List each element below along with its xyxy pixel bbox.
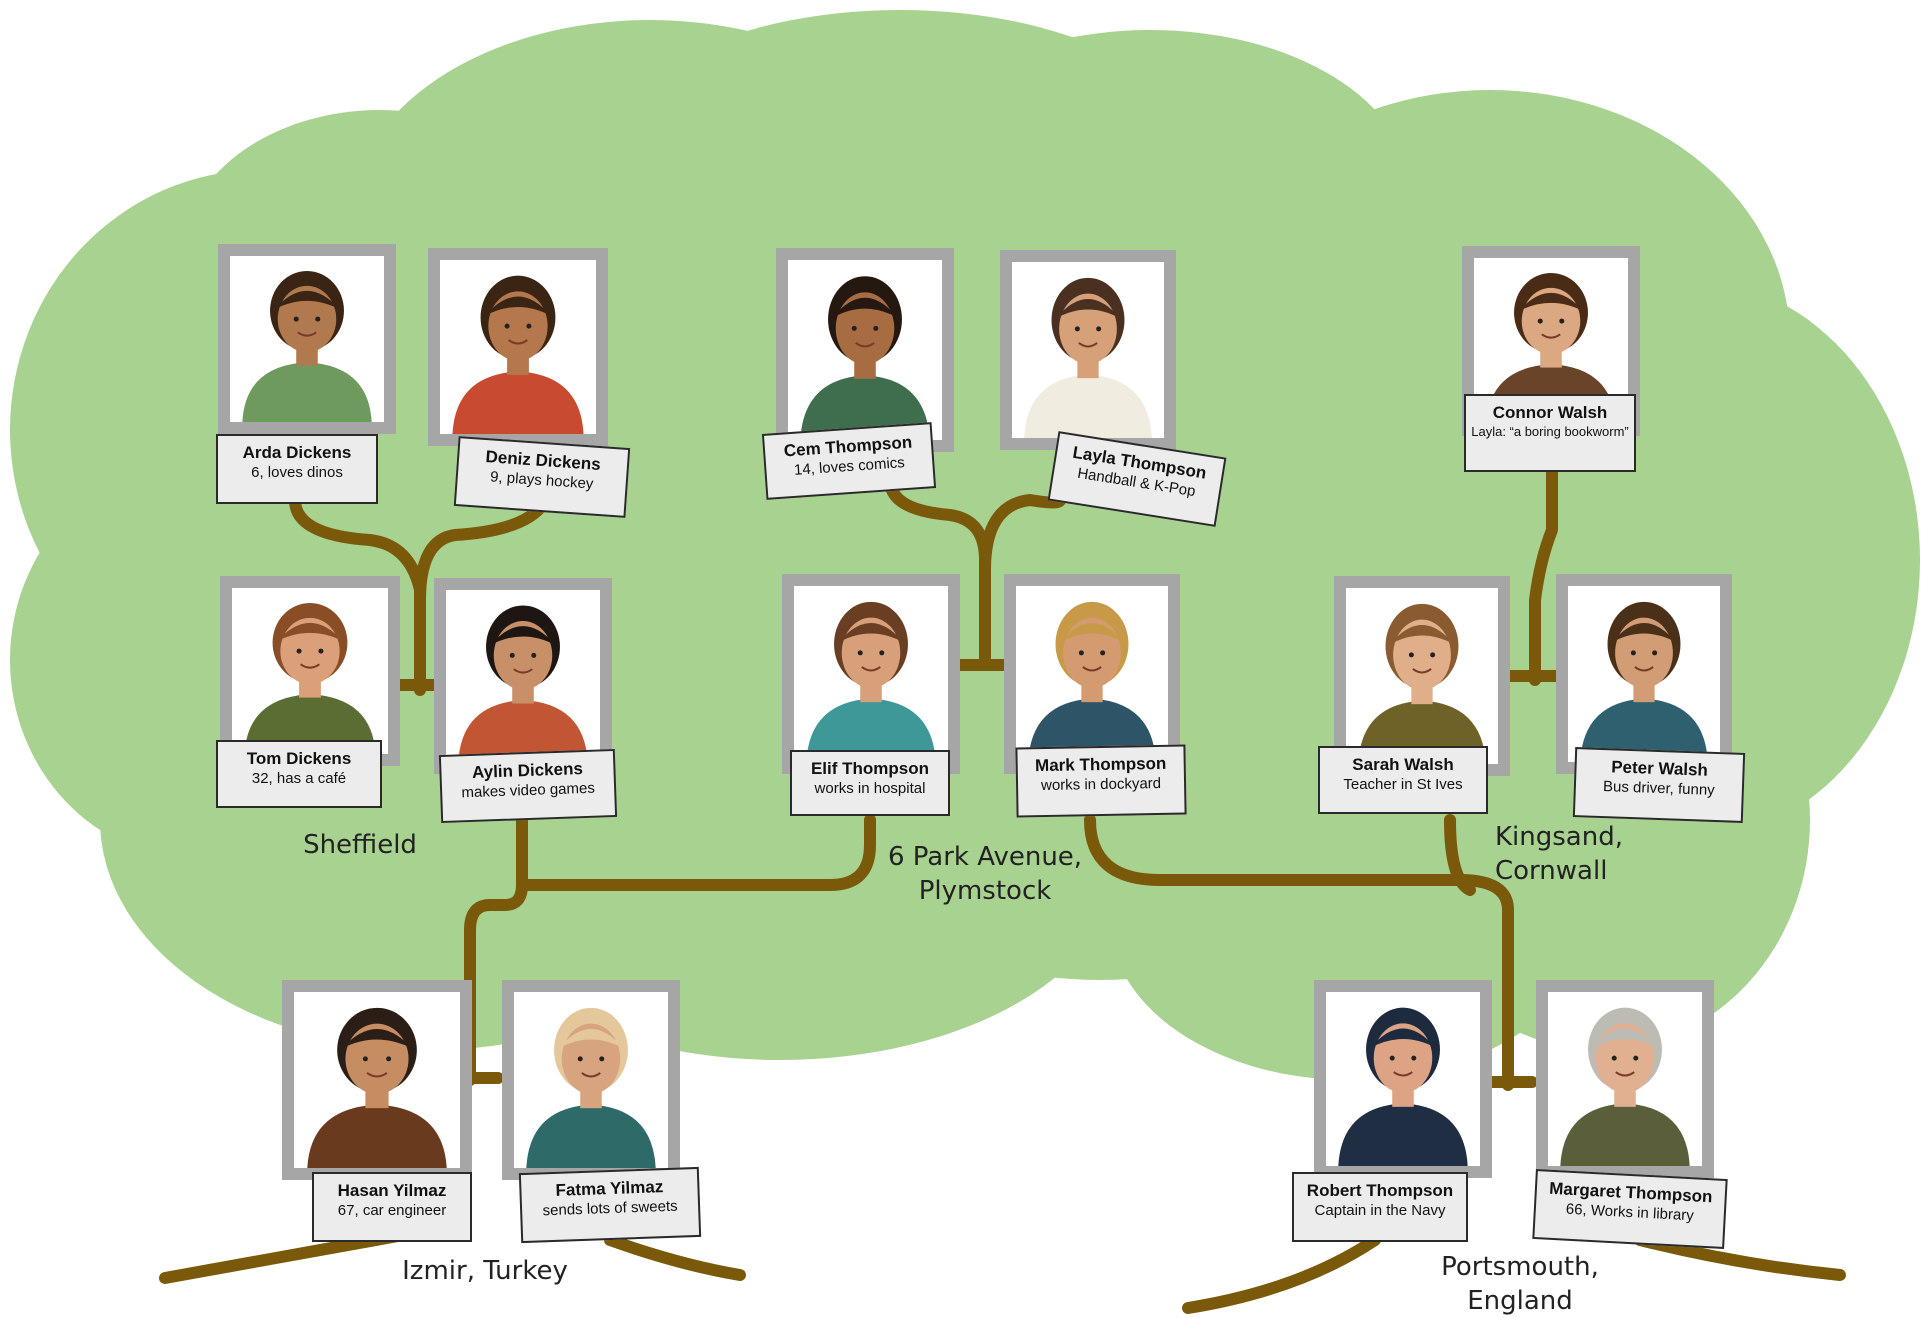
place-label-park-avenue-line2: Plymstock — [918, 876, 1052, 906]
child-portrait-icon — [452, 275, 584, 434]
portrait-layla — [1000, 250, 1176, 450]
name-sarah: Sarah Walsh — [1352, 755, 1454, 774]
card-connor: Connor Walsh Layla: “a boring bookworm” — [1464, 394, 1636, 472]
place-label-portsmouth-line1: Portsmouth, — [1441, 1252, 1599, 1282]
card-aylin: Aylin Dickens makes video games — [438, 748, 618, 824]
card-robert: Robert Thompson Captain in the Navy — [1292, 1172, 1468, 1242]
place-label-kingsand: Kingsand, Cornwall — [1495, 820, 1645, 888]
elder-portrait-icon — [307, 1007, 447, 1168]
desc-connor: Layla: “a boring bookworm” — [1471, 424, 1629, 439]
portrait-hasan — [282, 980, 472, 1180]
place-label-kingsand-line1: Kingsand, — [1495, 822, 1623, 852]
adult-portrait-icon — [458, 605, 588, 762]
desc-mark: works in dockyard — [1040, 774, 1162, 795]
child-portrait-icon — [242, 270, 372, 422]
portrait-robert — [1314, 980, 1492, 1178]
elder-portrait-icon — [526, 1007, 656, 1168]
desc-sarah: Teacher in St Ives — [1343, 776, 1463, 793]
adult-portrait-icon — [1028, 601, 1156, 762]
portrait-margaret — [1536, 980, 1714, 1178]
card-cem: Cem Thompson 14, loves comics — [761, 422, 937, 500]
desc-hasan: 67, car engineer — [337, 1202, 447, 1219]
card-arda: Arda Dickens 6, loves dinos — [216, 434, 378, 504]
elder-portrait-icon — [1560, 1007, 1690, 1166]
portrait-aylin — [434, 578, 612, 774]
name-hasan: Hasan Yilmaz — [337, 1181, 447, 1200]
portrait-sarah — [1334, 576, 1510, 776]
name-mark: Mark Thompson — [1034, 753, 1167, 776]
name-robert: Robert Thompson — [1306, 1181, 1454, 1200]
card-hasan: Hasan Yilmaz 67, car engineer — [312, 1172, 472, 1242]
portrait-elif — [782, 574, 960, 774]
place-label-sheffield: Sheffield — [303, 830, 417, 860]
name-connor: Connor Walsh — [1492, 403, 1608, 422]
card-deniz: Deniz Dickens 9, plays hockey — [453, 436, 631, 518]
foliage-cloud — [10, 10, 1920, 1080]
desc-peter: Bus driver, funny — [1602, 778, 1715, 799]
place-label-park-avenue-line1: 6 Park Avenue, — [887, 842, 1083, 872]
portrait-mark — [1004, 574, 1180, 774]
name-elif: Elif Thompson — [810, 759, 930, 778]
adult-portrait-icon — [806, 601, 936, 762]
desc-arda: 6, loves dinos — [251, 464, 343, 481]
name-tom: Tom Dickens — [246, 749, 352, 768]
card-peter: Peter Walsh Bus driver, funny — [1572, 747, 1746, 823]
card-fatma: Fatma Yilmaz sends lots of sweets — [518, 1166, 702, 1244]
adult-portrait-icon — [1580, 601, 1708, 762]
card-elif: Elif Thompson works in hospital — [790, 750, 950, 816]
place-label-portsmouth-line2: England — [1467, 1286, 1573, 1316]
place-label-izmir: Izmir, Turkey — [402, 1256, 568, 1286]
desc-tom: 32, has a café — [251, 770, 347, 787]
name-arda: Arda Dickens — [242, 443, 352, 462]
place-label-park-avenue: 6 Park Avenue, Plymstock — [870, 840, 1100, 908]
card-mark: Mark Thompson works in dockyard — [1015, 744, 1187, 818]
teen-portrait-icon — [1024, 277, 1152, 438]
place-label-kingsand-line2: Cornwall — [1495, 856, 1608, 886]
adult-portrait-icon — [1358, 603, 1486, 764]
portrait-deniz — [428, 248, 608, 446]
elder-portrait-icon — [1338, 1007, 1468, 1166]
card-tom: Tom Dickens 32, has a café — [216, 740, 382, 808]
card-sarah: Sarah Walsh Teacher in St Ives — [1318, 746, 1488, 814]
portrait-tom — [220, 576, 400, 766]
portrait-fatma — [502, 980, 680, 1180]
portrait-cem — [776, 248, 954, 452]
portrait-arda — [218, 244, 396, 434]
adult-portrait-icon — [244, 602, 376, 754]
teen-portrait-icon — [800, 276, 930, 440]
place-label-portsmouth: Portsmouth, England — [1430, 1250, 1610, 1318]
desc-elif: works in hospital — [814, 780, 926, 797]
card-margaret: Margaret Thompson 66, Works in library — [1532, 1169, 1728, 1249]
desc-aylin: makes video games — [461, 779, 596, 802]
desc-robert: Captain in the Navy — [1314, 1202, 1446, 1219]
portrait-peter — [1556, 574, 1732, 774]
